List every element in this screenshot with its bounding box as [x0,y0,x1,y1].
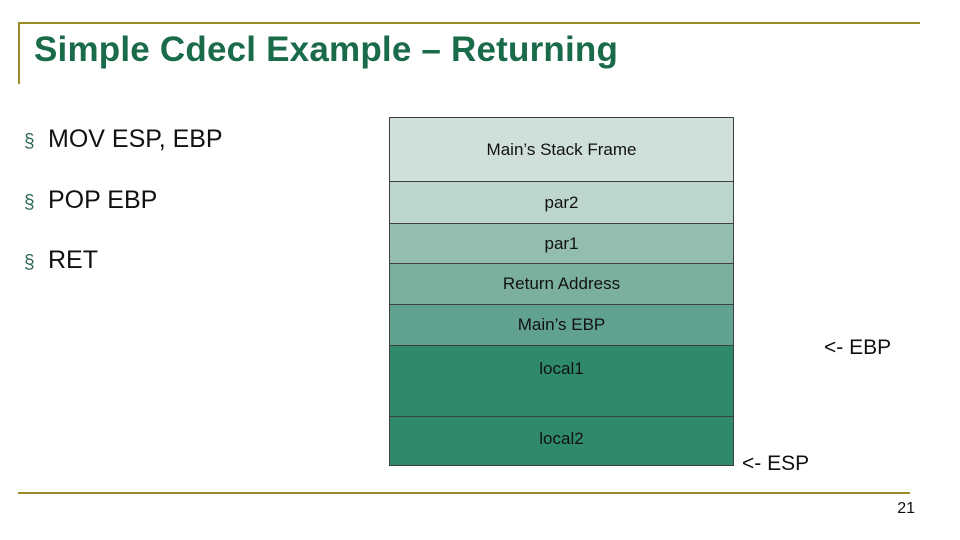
esp-pointer-label: <- ESP [742,452,810,475]
bullet-list: § MOV ESP, EBP § POP EBP § RET [24,125,364,308]
title-left-rule [18,22,20,84]
footer-rule [18,492,910,494]
bullet-label: MOV ESP, EBP [48,125,223,153]
bullet-marker-icon: § [24,252,35,273]
ebp-pointer-label: <- EBP [824,336,892,359]
bullet-label: RET [48,246,98,274]
stack-frame-return-address: Return Address [389,263,734,304]
title-top-rule [18,22,920,24]
stack-frame-main-stack-frame: Main’s Stack Frame [389,117,734,181]
page-title: Simple Cdecl Example – Returning [34,30,619,69]
bullet-marker-icon: § [24,131,35,152]
stack-frame-main-ebp: Main’s EBP [389,304,734,345]
list-item: § RET [24,246,364,275]
list-item: § POP EBP [24,185,364,215]
stack-frame-par1: par1 [389,223,734,263]
list-item: § MOV ESP, EBP [24,125,364,154]
page-number: 21 [897,500,915,517]
stack-frame-par2: par2 [389,181,734,223]
stack-diagram: Main’s Stack Frame par2 par1 Return Addr… [389,117,734,466]
bullet-label: POP EBP [48,185,158,214]
bullet-marker-icon: § [24,191,35,213]
stack-frame-local2: local2 [389,416,734,466]
stack-frame-local1: local1 [389,345,734,416]
